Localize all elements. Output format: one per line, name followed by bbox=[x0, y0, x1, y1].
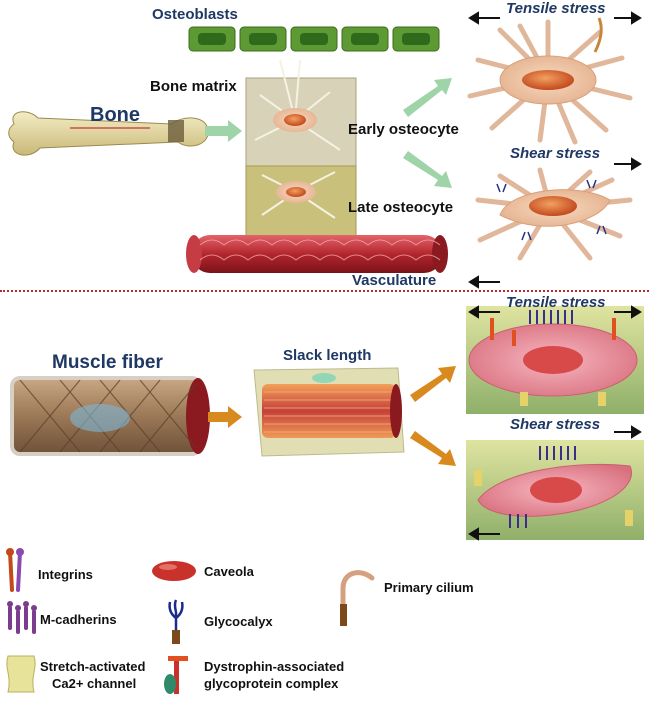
caveola-icon bbox=[152, 561, 196, 581]
slack-length-label: Slack length bbox=[283, 347, 372, 364]
bone-matrix bbox=[245, 59, 357, 237]
tensile-stress-arrows-top bbox=[468, 11, 642, 25]
legend-caveola: Caveola bbox=[204, 564, 254, 579]
bone-image bbox=[8, 111, 209, 156]
osteoblasts-label: Osteoblasts bbox=[152, 6, 238, 23]
stretch-channel-icon bbox=[6, 655, 36, 693]
muscle-fiber-image bbox=[10, 376, 210, 456]
legend-integrins: Integrins bbox=[38, 567, 93, 582]
glycocalyx-icon bbox=[168, 599, 184, 644]
legend-dystrophin-line2: glycoprotein complex bbox=[204, 676, 339, 691]
primary-cilium-icon bbox=[340, 570, 375, 626]
shear-stress-label-top: Shear stress bbox=[510, 145, 601, 162]
arrow-bone-to-matrix bbox=[205, 120, 242, 142]
legend-stretch-channel-line1: Stretch-activated bbox=[40, 659, 146, 674]
legend-primary-cilium: Primary cilium bbox=[384, 580, 474, 595]
muscle-cell-shear bbox=[466, 440, 644, 540]
tensile-stress-label-top: Tensile stress bbox=[506, 0, 606, 17]
tensile-stress-arrows-bottom bbox=[468, 305, 642, 319]
muscle-fiber-label: Muscle fiber bbox=[52, 352, 163, 373]
tensile-stress-label-bottom: Tensile stress bbox=[506, 294, 606, 311]
arrow-to-shear-osteocyte bbox=[403, 151, 452, 188]
early-osteocyte-label: Early osteocyte bbox=[348, 121, 459, 138]
legend-stretch-channel-line2: Ca2+ channel bbox=[52, 676, 137, 691]
dystrophin-complex-icon bbox=[164, 656, 188, 694]
shear-stress-label-bottom: Shear stress bbox=[510, 416, 601, 433]
legend-m-cadherins: M-cadherins bbox=[40, 612, 117, 627]
shear-stress-arrows-top bbox=[468, 157, 642, 289]
late-osteocyte-label: Late osteocyte bbox=[348, 199, 454, 216]
shear-stress-arrows-bottom bbox=[468, 425, 642, 541]
osteoblast-row bbox=[188, 26, 440, 52]
m-cadherin-icon bbox=[7, 601, 37, 634]
bone-matrix-label: Bone matrix bbox=[150, 78, 237, 95]
legend-glycocalyx: Glycocalyx bbox=[204, 614, 273, 629]
section-divider bbox=[0, 290, 649, 292]
vasculature-label: Vasculature bbox=[352, 272, 437, 289]
legend-dystrophin-line1: Dystrophin-associated bbox=[204, 659, 345, 674]
arrow-to-tensile-osteocyte bbox=[403, 78, 452, 117]
slack-length-fiber bbox=[253, 367, 405, 457]
arrow-to-shear-muscle bbox=[410, 431, 456, 466]
muscle-cell-tensile bbox=[466, 306, 644, 414]
osteocyte-shear bbox=[475, 167, 633, 261]
bone-label: Bone bbox=[90, 104, 140, 126]
arrow-to-tensile-muscle bbox=[410, 366, 456, 402]
osteocyte-tensile bbox=[467, 17, 633, 145]
integrin-icon bbox=[6, 548, 24, 592]
arrow-muscle-to-slack bbox=[208, 406, 242, 428]
blood-vessel bbox=[186, 235, 448, 273]
